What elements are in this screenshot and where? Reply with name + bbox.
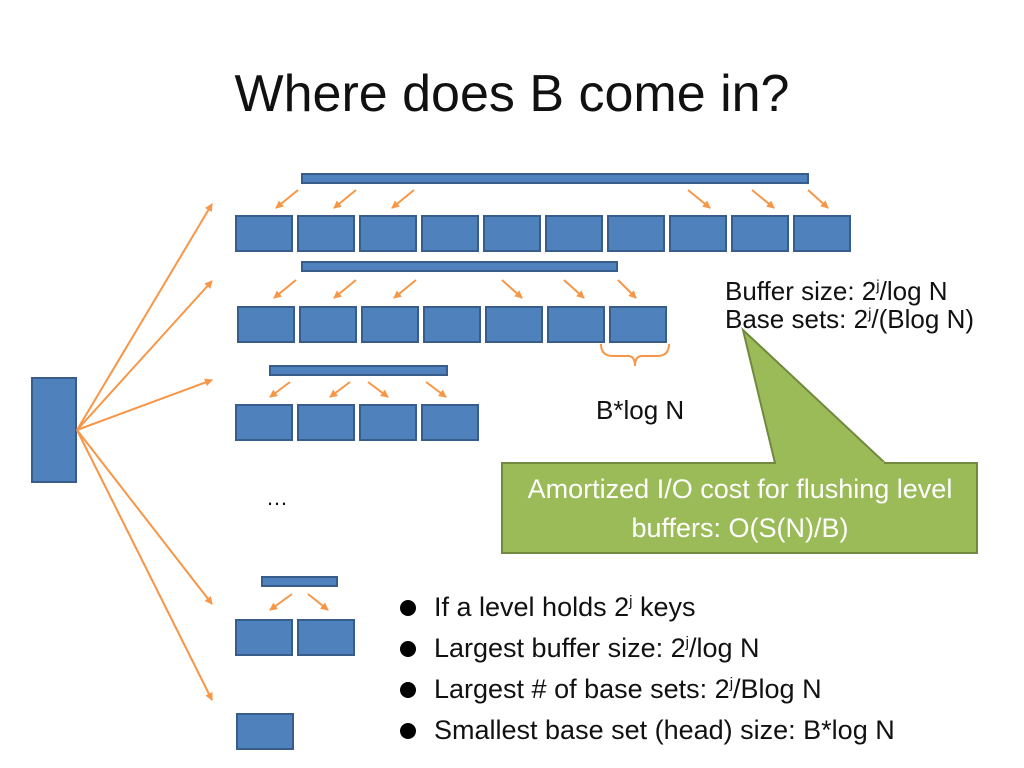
level2-buffer xyxy=(301,261,618,272)
bullet-item: If a level holds 2j keys xyxy=(396,587,895,628)
bullet-item: Largest # of base sets: 2j/Blog N xyxy=(396,669,895,710)
level3-base-sets xyxy=(235,404,479,441)
buffer-size-label: Buffer size: 2j/log N xyxy=(725,276,948,306)
callout-box xyxy=(501,462,978,554)
level1-flush-arrows xyxy=(275,189,829,209)
smallest-base-set xyxy=(236,713,294,750)
head-box xyxy=(31,377,77,483)
level1-buffer xyxy=(301,173,809,184)
bullet-list: If a level holds 2j keys Largest buffer … xyxy=(396,587,895,751)
level2-base-sets xyxy=(237,306,667,343)
fanout-arrows xyxy=(76,203,213,701)
bullet-dot xyxy=(400,641,416,657)
level3-flush-arrows xyxy=(269,381,447,398)
level2-flush-arrows xyxy=(273,279,637,299)
bullet-dot xyxy=(400,723,416,739)
bullet-item: Smallest base set (head) size: B*log N xyxy=(396,710,895,751)
level1-base-sets xyxy=(235,215,851,252)
callout-text: Amortized I/O cost for flushing level bu… xyxy=(527,474,953,543)
base-set-brace xyxy=(600,343,670,367)
brace-label: B*log N xyxy=(596,395,685,425)
base-sets-label: Base sets: 2j/(Blog N) xyxy=(725,304,974,334)
last-level-buffer xyxy=(261,576,338,587)
level3-buffer xyxy=(269,365,448,376)
last-level-flush-arrows xyxy=(269,593,329,611)
slide-title: Where does B come in? xyxy=(234,65,790,123)
ellipsis: … xyxy=(266,485,288,510)
callout-pointer xyxy=(741,326,888,464)
last-level-base-sets xyxy=(235,619,355,656)
bullet-item: Largest buffer size: 2j/log N xyxy=(396,628,895,669)
bullet-dot xyxy=(400,682,416,698)
bullet-dot xyxy=(400,600,416,616)
